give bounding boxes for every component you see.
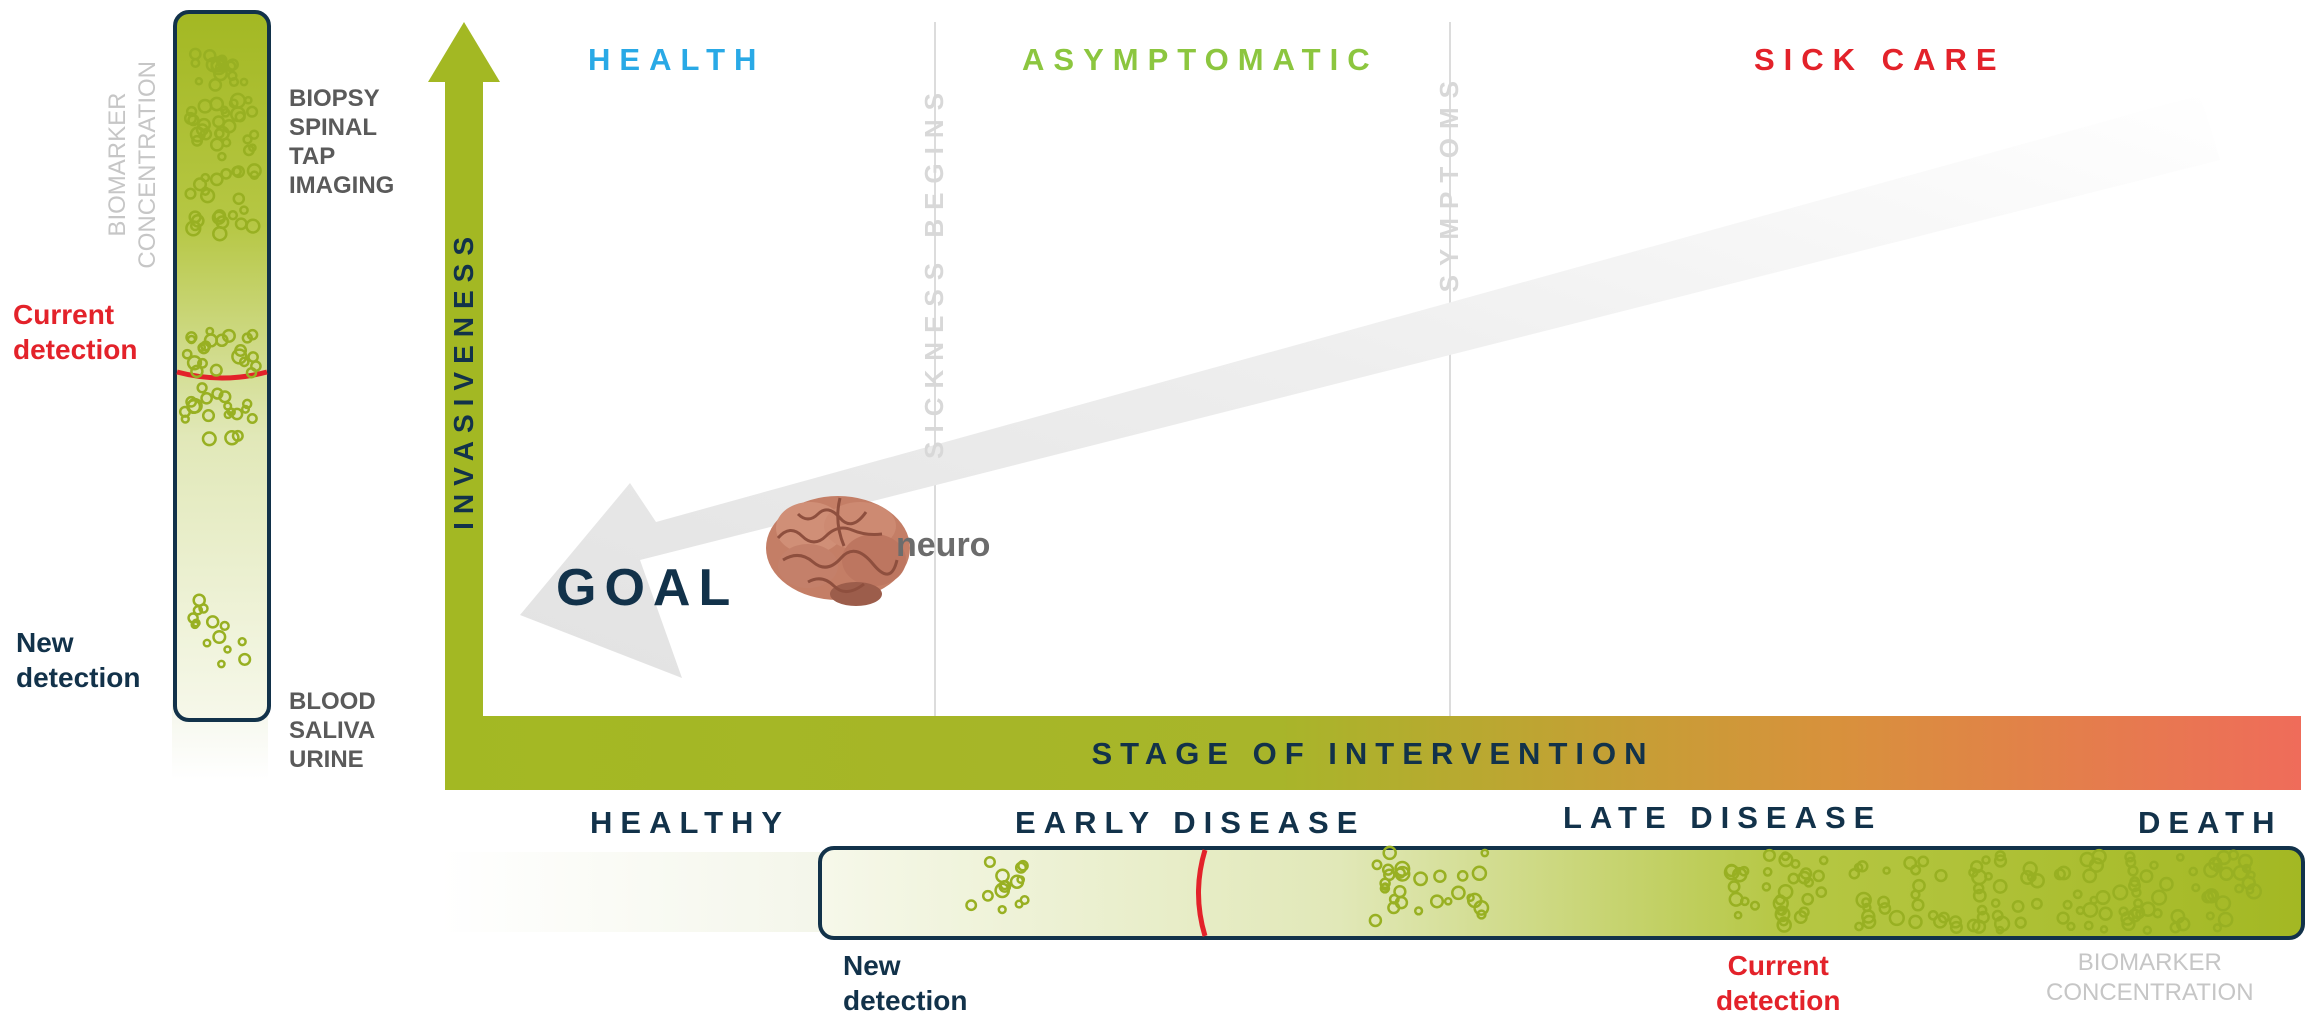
stage-death: DEATH [2138, 807, 2282, 838]
symptoms-label: SYMPTOMS [1434, 72, 1465, 292]
header-asymptomatic: ASYMPTOMATIC [1022, 44, 1379, 75]
invasive-tests-label: BIOPSY SPINAL TAP IMAGING [289, 84, 394, 200]
brain-caption: neuro [896, 528, 990, 562]
bottom-current-detection-label: Current detection [1716, 948, 1840, 1018]
header-health: HEALTH [588, 44, 765, 75]
left-current-detection-label: Current detection [13, 297, 137, 367]
y-axis-label: INVASIVENESS [448, 229, 480, 530]
stage-early-disease: EARLY DISEASE [1015, 807, 1365, 838]
left-biomarker-label: BIOMARKER CONCENTRATION [103, 61, 163, 269]
stage-healthy: HEALTHY [590, 807, 790, 838]
y-axis-label-wrap: INVASIVENESS [448, 214, 480, 544]
goal-arrow [520, 95, 2220, 678]
bottom-new-detection-label: New detection [843, 948, 967, 1018]
stage-late-disease: LATE DISEASE [1563, 802, 1882, 833]
y-axis-arrowhead [428, 22, 500, 82]
brain-icon [766, 496, 910, 606]
sickness-begins-label: SICKNESS BEGINS [919, 84, 950, 459]
header-sick-care: SICK CARE [1754, 44, 2006, 75]
left-new-detection-label: New detection [16, 625, 140, 695]
noninvasive-tests-label: BLOOD SALIVA URINE [289, 687, 376, 774]
goal-label: GOAL [556, 562, 738, 614]
bottom-fade [440, 852, 820, 932]
x-axis-label: STAGE OF INTERVENTION [445, 738, 2301, 769]
left-biomarker-wrap: BIOMARKER CONCENTRATION [98, 40, 168, 290]
bottom-biomarker-label: BIOMARKER CONCENTRATION [2046, 948, 2254, 1008]
